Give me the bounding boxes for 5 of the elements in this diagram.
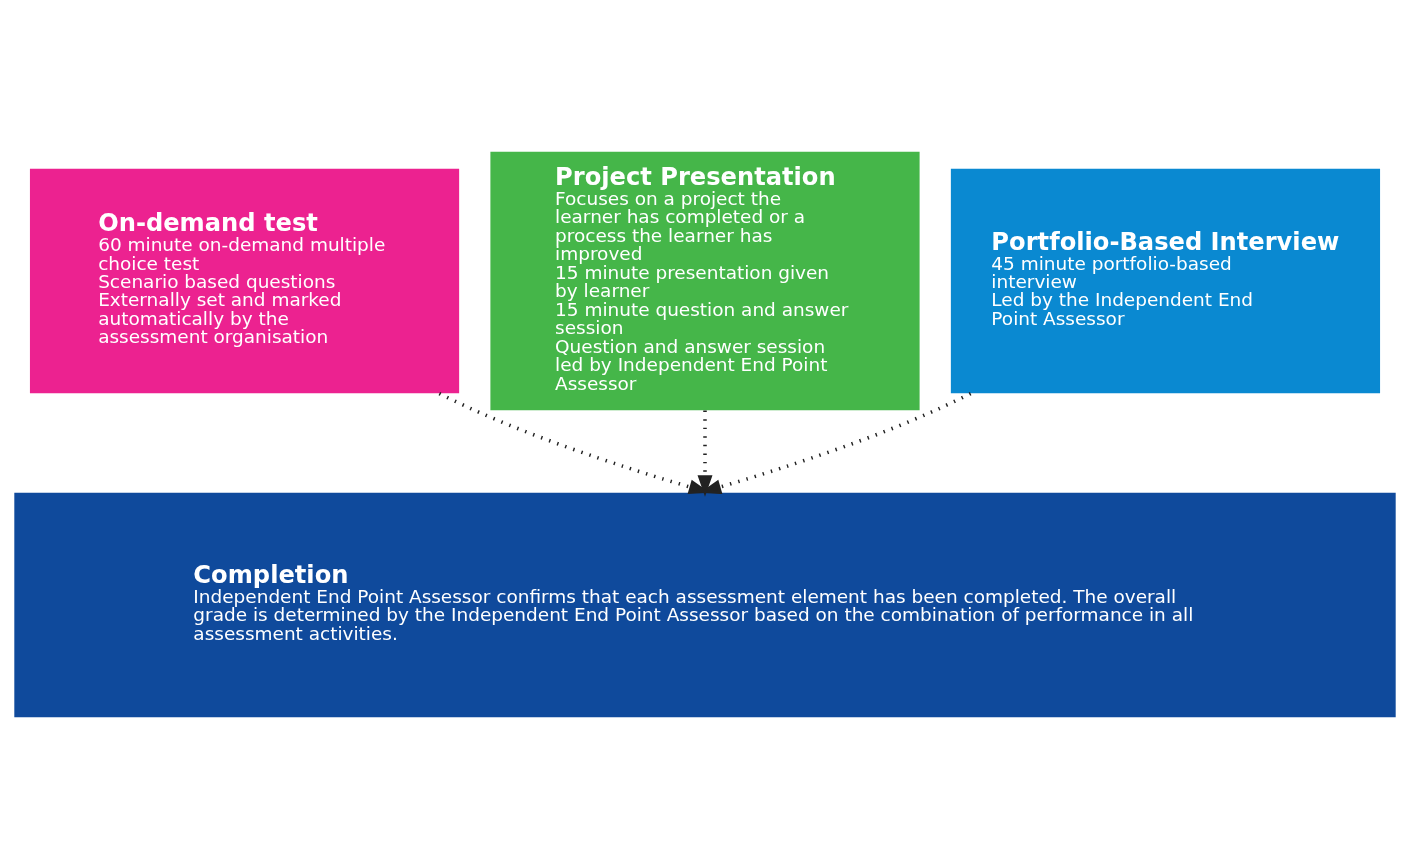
node-box: On-demand test 60 minute on-demand multiple choice test Scenario based questions Externally set and marked automatically by the assessment organisation xyxy=(29,168,460,393)
node-box: Completion Independent End Point Assessor confirms that each assessment element has been completed. The overall grade is determined by the Independent End Point Assessor based on the combination of performance in all assessment activities. xyxy=(14,492,1396,717)
node-box: Portfolio-Based Interview 45 minute portfolio-based interview Led by the Independent End Point Assessor xyxy=(950,168,1381,393)
node-box: Project Presentation Focuses on a project the learner has completed or a process the learner has improved 15 minute presentation given by learner 15 minute question and answer session Question and answer session led by Independent End Point Assessor xyxy=(490,151,920,410)
arrow xyxy=(697,410,713,497)
